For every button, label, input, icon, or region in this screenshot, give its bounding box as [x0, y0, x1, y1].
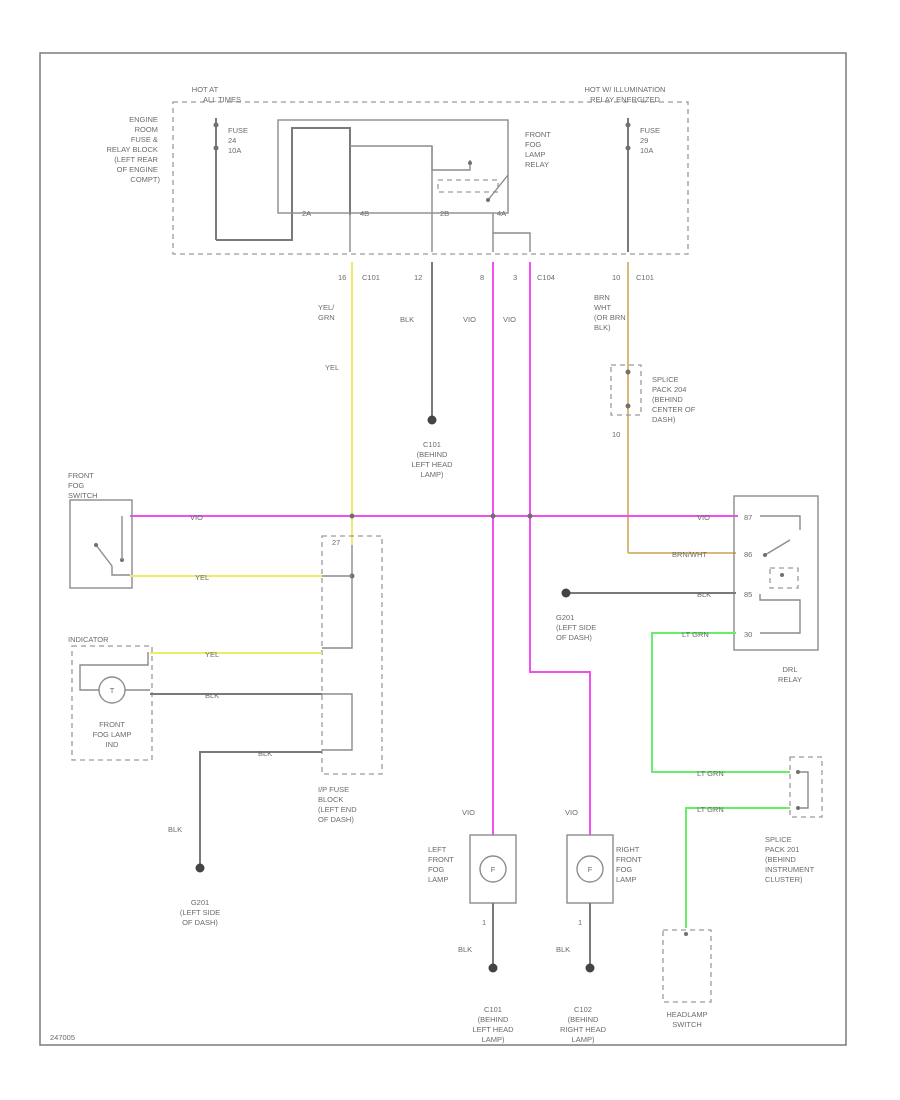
wire-blk-g-label: BLK	[168, 825, 182, 834]
wire-vio-h-label: VIO	[190, 513, 203, 522]
vio-top-r-label: VIO	[565, 808, 578, 817]
wire-blk-drl-label: BLK	[697, 590, 711, 599]
splice-pack-204	[610, 364, 642, 416]
conn-c104: C104	[537, 273, 555, 282]
conn-pin-16: 16	[338, 273, 346, 282]
blk-r-label: BLK	[556, 945, 570, 954]
front-fog-lamp-relay	[277, 119, 509, 214]
wire-vio-h2-label: VIO	[697, 513, 710, 522]
diagram-frame	[39, 52, 847, 1046]
drl-pin-87: 87	[744, 513, 752, 522]
relay-pin-4a: 4A	[497, 209, 506, 218]
wire-ltgrn-switch	[685, 807, 790, 928]
svg-text:F: F	[588, 865, 593, 874]
drl-relay	[733, 495, 819, 651]
wire-yel-label-1: YEL	[325, 363, 339, 372]
svg-text:T: T	[110, 686, 115, 695]
indicator-label: INDICATOR	[68, 635, 109, 644]
relay-pin-2b: 2B	[440, 209, 449, 218]
diagram-id: 247005	[50, 1033, 75, 1042]
blk-l-label: BLK	[458, 945, 472, 954]
wire-vio-label-1: VIO	[463, 315, 476, 324]
front-fog-switch	[69, 499, 133, 589]
conn-c101-a: C101	[362, 273, 380, 282]
svg-text:F: F	[491, 865, 496, 874]
splice-pin-10: 10	[612, 430, 620, 439]
wire-blk-ground-g201	[199, 751, 322, 866]
wire-yel-h-label: YEL	[195, 573, 209, 582]
fuse-block-pin-27: 27	[332, 538, 340, 547]
drl-pin-30: 30	[744, 630, 752, 639]
conn-pin-8: 8	[480, 273, 484, 282]
wire-ltgrn-3-label: LT GRN	[697, 805, 724, 814]
wire-blk-h2-label: BLK	[258, 749, 272, 758]
wire-ltgrn-2-label: LT GRN	[697, 769, 724, 778]
wire-yel-h2-label: YEL	[205, 650, 219, 659]
engine-room-fuse-label: ENGINE ROOM FUSE & RELAY BLOCK (LEFT REA…	[106, 115, 160, 184]
conn-pin-12: 12	[414, 273, 422, 282]
headlamp-switch	[662, 929, 712, 1003]
wire-vio-right	[529, 262, 591, 835]
wire-yel-grn-label: YEL/GRN	[318, 303, 335, 322]
ip-fuse-block	[321, 535, 383, 775]
wire-blk-h-label: BLK	[205, 691, 219, 700]
conn-pin-10: 10	[612, 273, 620, 282]
pin-1-r: 1	[578, 918, 582, 927]
wire-brn-wht-h-label: BRN/WHT	[672, 550, 707, 559]
engine-room-fuse-block	[172, 101, 689, 255]
conn-pin-3: 3	[513, 273, 517, 282]
drl-pin-86: 86	[744, 550, 752, 559]
conn-c101-b: C101	[636, 273, 654, 282]
relay-pin-4b: 4B	[360, 209, 369, 218]
wire-vio-label-2: VIO	[503, 315, 516, 324]
wire-ltgrn-1-label: LT GRN	[682, 630, 709, 639]
relay-pin-2a: 2A	[302, 209, 311, 218]
pin-1-l: 1	[482, 918, 486, 927]
wire-ltgrn-drl	[651, 632, 790, 773]
front-foglamp-indicator	[71, 645, 153, 761]
wire-blk-label-1: BLK	[400, 315, 414, 324]
vio-top-l-label: VIO	[462, 808, 475, 817]
splice-pack-201	[789, 756, 823, 818]
drl-pin-85: 85	[744, 590, 752, 599]
